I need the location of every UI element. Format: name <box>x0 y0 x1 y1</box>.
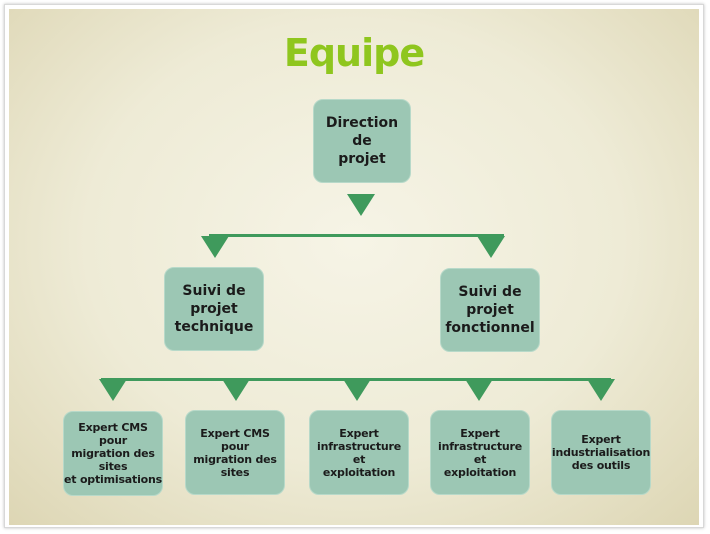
connector-bar-level1 <box>209 234 504 237</box>
arrow-down-expert-4 <box>465 379 493 401</box>
chart-title: Equipe <box>283 31 425 75</box>
node-expert-infrastructure-1: Expert infrastructure et exploitation <box>309 410 409 495</box>
node-label: Expert CMS pour migration des sites et o… <box>64 421 162 486</box>
node-label: Expert industrialisation des outils <box>551 433 651 472</box>
node-suivi-technique: Suivi de projet technique <box>164 267 264 351</box>
arrow-down-expert-3 <box>343 379 371 401</box>
node-expert-cms-migration: Expert CMS pour migration des sites <box>185 410 285 495</box>
node-expert-cms-optimisations: Expert CMS pour migration des sites et o… <box>63 411 163 496</box>
node-expert-infrastructure-2: Expert infrastructure et exploitation <box>430 410 530 495</box>
arrow-down-technique <box>201 236 229 258</box>
node-label: Direction de projet <box>325 115 399 167</box>
node-label: Suivi de projet technique <box>174 283 254 335</box>
node-label: Expert infrastructure et exploitation <box>317 426 401 479</box>
connectors <box>99 194 615 401</box>
arrow-down-fonctionnel <box>477 236 505 258</box>
arrow-down-expert-2 <box>222 379 250 401</box>
node-suivi-fonctionnel: Suivi de projet fonctionnel <box>440 268 540 352</box>
node-expert-industrialisation: Expert industrialisation des outils <box>551 410 651 495</box>
node-label: Expert infrastructure et exploitation <box>438 426 522 479</box>
arrow-down-expert-1 <box>99 379 127 401</box>
arrow-down-expert-5 <box>587 379 615 401</box>
node-direction-de-projet: Direction de projet <box>313 99 411 183</box>
arrow-down-top <box>347 194 375 216</box>
node-label: Suivi de projet fonctionnel <box>445 284 535 336</box>
node-label: Expert CMS pour migration des sites <box>193 426 277 479</box>
org-chart-slide: Equipe Direction de projet Suivi de proj… <box>9 9 699 525</box>
